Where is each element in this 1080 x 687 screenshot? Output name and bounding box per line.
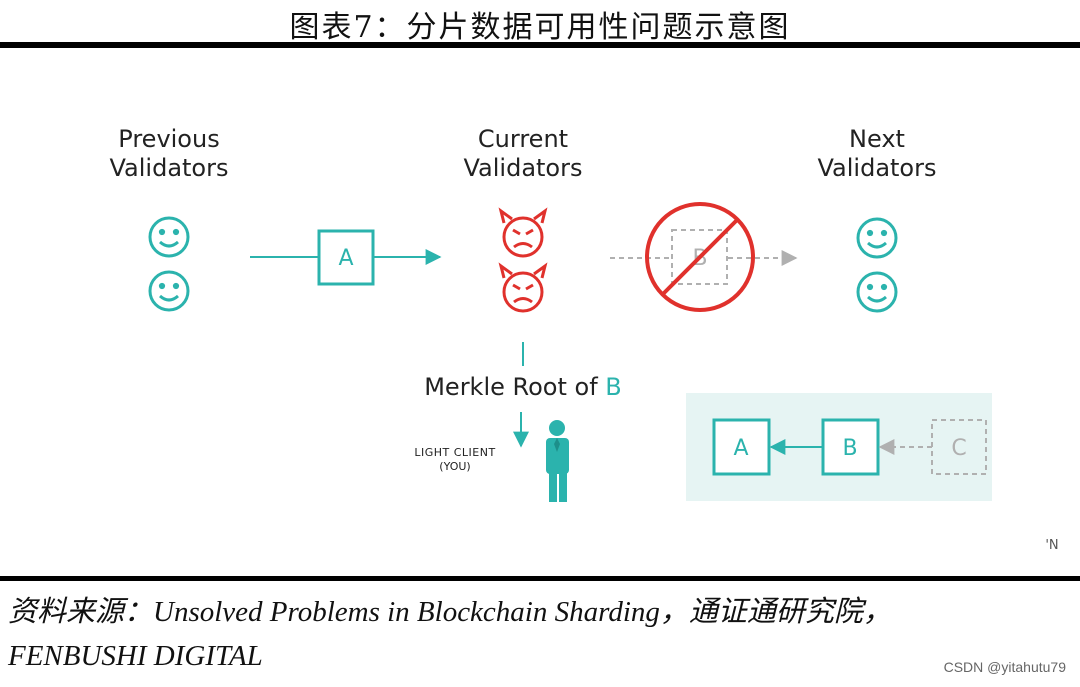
merkle-root-highlight: B: [605, 373, 621, 401]
next-validators-label: Next Validators: [817, 125, 936, 182]
bottom-rule: [0, 576, 1080, 581]
next-label-line2: Validators: [817, 154, 936, 182]
source-line-1: 资料来源：Unsolved Problems in Blockchain Sha…: [8, 596, 892, 628]
figure-title: 图表7：分片数据可用性问题示意图: [289, 10, 791, 45]
chain-block-a: A: [712, 418, 771, 476]
top-rule: [0, 42, 1080, 48]
prohibited-icon: [645, 202, 755, 312]
smiley-icon: [148, 216, 190, 258]
source-note: 资料来源：Unsolved Problems in Blockchain Sha…: [8, 590, 1068, 678]
merkle-root-text: Merkle Root of: [424, 373, 605, 401]
current-label-line2: Validators: [463, 154, 582, 182]
logo-mark: 'N: [1045, 538, 1058, 553]
next-label-line1: Next: [849, 125, 905, 153]
current-validators-label: Current Validators: [463, 125, 582, 182]
devil-face-icon: [498, 207, 548, 258]
previous-validators-label: Previous Validators: [109, 125, 228, 182]
block-a: A: [317, 229, 375, 286]
smiley-icon: [856, 217, 898, 259]
merkle-root-label: Merkle Root of B: [424, 373, 622, 401]
chain-block-b-label: B: [842, 436, 857, 461]
csdn-watermark: CSDN @yitahutu79: [943, 659, 1066, 675]
chain-block-c-label: C: [951, 436, 966, 461]
smiley-icon: [856, 271, 898, 313]
previous-label-line2: Validators: [109, 154, 228, 182]
person-icon: [546, 420, 569, 502]
light-client-you-label: (YOU): [439, 460, 470, 473]
chain-block-b: B: [821, 418, 880, 476]
chain-block-c: C: [931, 419, 987, 475]
source-line-2: FENBUSHI DIGITAL: [8, 640, 263, 672]
light-client-label: LIGHT CLIENT: [414, 446, 495, 459]
devil-face-icon: [498, 262, 548, 313]
smiley-icon: [148, 270, 190, 312]
previous-label-line1: Previous: [118, 125, 219, 153]
block-a-label: A: [338, 246, 353, 271]
current-label-line1: Current: [478, 125, 568, 153]
chain-block-a-label: A: [733, 436, 748, 461]
